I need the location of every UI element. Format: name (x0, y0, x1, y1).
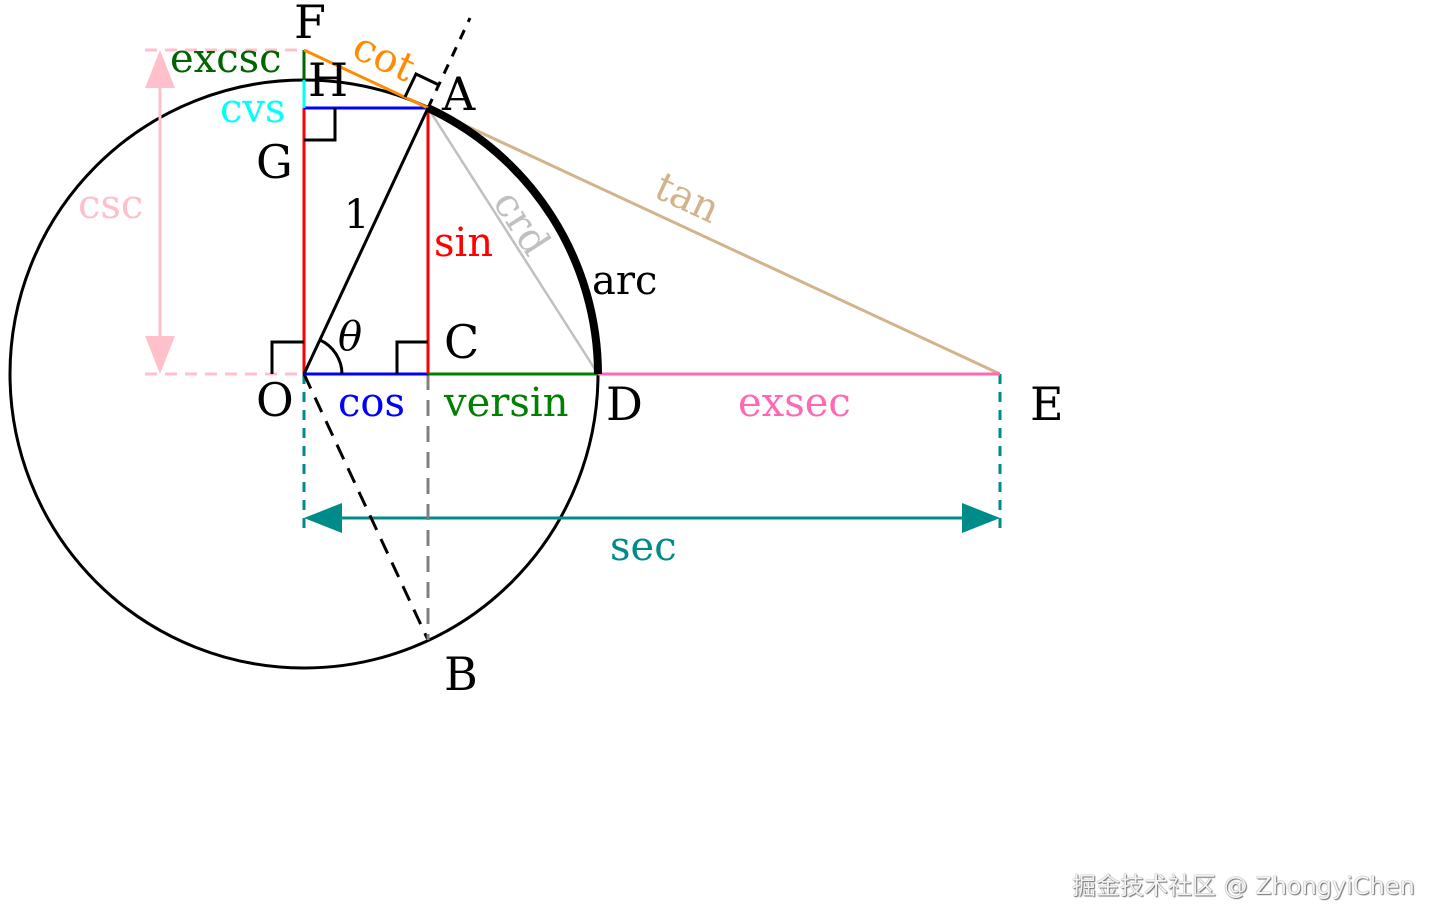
label-excsc: excsc (170, 36, 282, 82)
label-arc: arc (592, 258, 657, 304)
label-csc: csc (78, 182, 143, 228)
label-tan: tan (648, 163, 727, 232)
label-cot: cot (346, 23, 422, 91)
radius-line (302, 107, 430, 375)
label-versin: versin (443, 380, 568, 426)
point-o: O (256, 373, 294, 427)
point-h: H (308, 53, 348, 107)
point-g: G (256, 135, 293, 189)
point-e: E (1030, 377, 1064, 431)
ob-dashed (302, 373, 430, 641)
oa-extension-dashed (426, 17, 472, 109)
label-cos: cos (338, 380, 405, 426)
label-cvs: cvs (220, 86, 286, 132)
right-angle-c (395, 340, 428, 374)
right-angle-o (270, 340, 304, 374)
sec-arrow-left (304, 503, 342, 533)
point-f: F (294, 0, 326, 49)
watermark: 掘金技术社区 @ ZhongyiChen (1072, 872, 1415, 900)
label-exsec: exsec (738, 380, 851, 426)
label-crd: crd (484, 182, 559, 263)
point-c: C (444, 315, 479, 369)
label-theta: θ (338, 314, 362, 360)
arc-thick (426, 104, 602, 375)
tan-line (427, 106, 1001, 376)
cot-line (303, 48, 429, 110)
theta-arc (319, 338, 344, 375)
csc-arrow-top (145, 50, 175, 88)
label-sec: sec (610, 524, 677, 570)
right-angle-a (403, 71, 440, 98)
label-sin: sin (434, 220, 493, 266)
point-a: A (441, 67, 476, 121)
sec-arrow-right (962, 503, 1000, 533)
csc-arrow-bottom (145, 336, 175, 374)
label-one: 1 (344, 192, 369, 238)
crd-line (426, 107, 600, 375)
point-b: B (444, 647, 478, 701)
point-d: D (606, 377, 643, 431)
right-angle-g (304, 108, 337, 142)
